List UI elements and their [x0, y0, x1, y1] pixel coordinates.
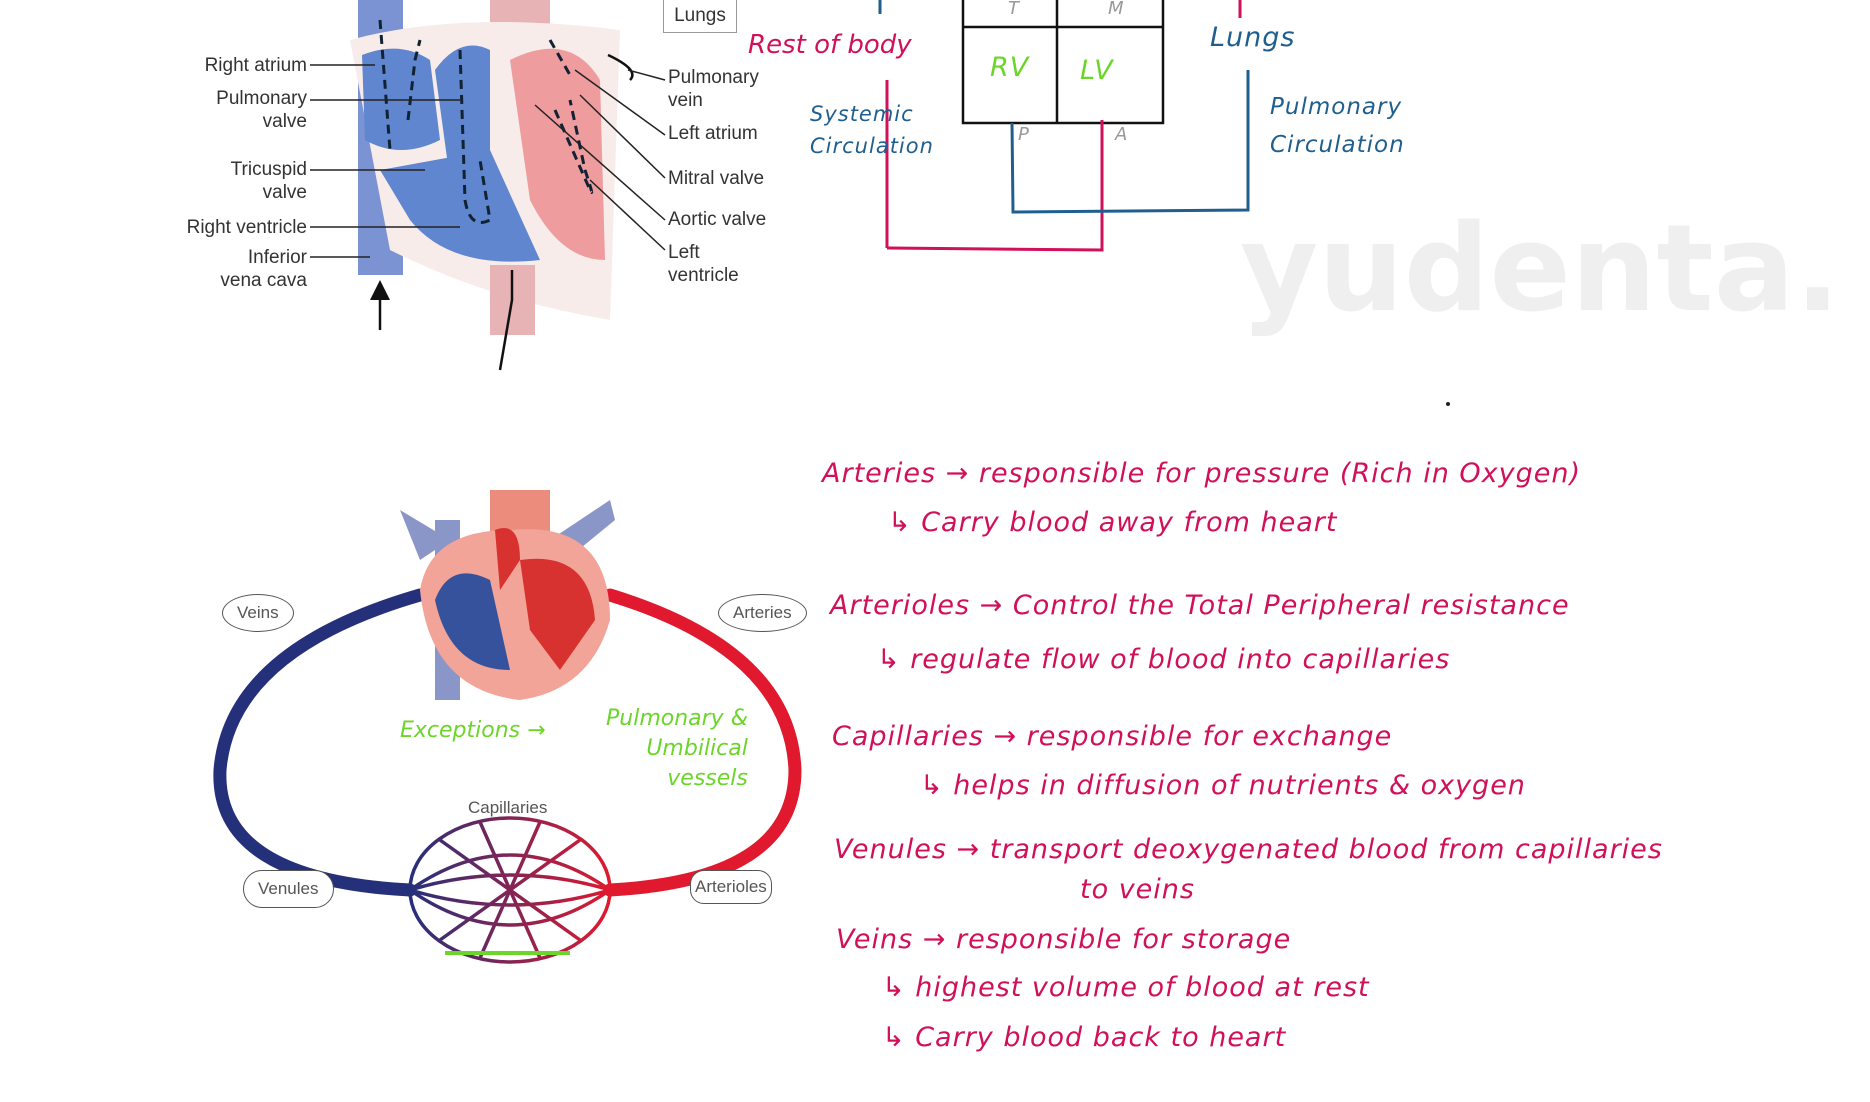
lv-label: LV [1080, 55, 1114, 86]
label-leader-lines [310, 64, 666, 258]
exceptions-detail: Pulmonary & Umbilical vessels [606, 706, 748, 791]
capillary-bed [408, 816, 612, 964]
note-line: ↳ Carry blood back to heart [882, 1022, 1287, 1053]
pulmonary-valve-mark: P [1018, 124, 1030, 145]
tricuspid-valve-mark: T [1008, 0, 1020, 19]
note-line: ↳ highest volume of blood at rest [882, 972, 1370, 1003]
label-left-atrium: Left atrium [668, 123, 758, 144]
note-line: Arteries → responsible for pressure (Ric… [822, 458, 1582, 489]
label-mitral-valve: Mitral valve [668, 168, 765, 189]
lungs-label: Lungs [1210, 22, 1296, 53]
watermark: yudenta. [1240, 200, 1841, 339]
note-line: to veins [1080, 874, 1195, 905]
arterioles-label: Arterioles [690, 870, 772, 904]
note-line: ↳ Carry blood away from heart [888, 507, 1338, 538]
note-line: Arterioles → Control the Total Periphera… [830, 590, 1570, 621]
aortic-valve-mark: A [1115, 124, 1129, 145]
arteries-label: Arteries [718, 594, 807, 632]
heart-illustration [350, 0, 634, 371]
label-pulmonary-valve: Pulmonary valve [216, 88, 307, 132]
note-line: Capillaries → responsible for exchange [832, 721, 1393, 752]
note-line: ↳ helps in diffusion of nutrients & oxyg… [920, 770, 1526, 801]
label-inferior-vena-cava: Inferior vena cava [220, 247, 307, 291]
label-right-atrium: Right atrium [204, 55, 307, 76]
circulation-lines [878, 0, 1250, 252]
rest-of-body-label: Rest of body [748, 30, 912, 60]
pulmonary-circulation-label: Pulmonary Circulation [1270, 94, 1405, 158]
exceptions-label: Exceptions → [400, 718, 546, 743]
rv-label: RV [990, 52, 1030, 83]
note-line: Veins → responsible for storage [836, 924, 1292, 955]
systemic-circulation-label: Systemic Circulation [810, 102, 934, 158]
mitral-valve-mark: M [1108, 0, 1125, 19]
stray-dot [1446, 402, 1450, 406]
capillaries-label: Capillaries [468, 798, 548, 817]
label-pulmonary-vein: Pulmonary vein [668, 67, 759, 111]
label-aortic-valve: Aortic valve [668, 209, 767, 230]
lungs-box: Lungs [663, 0, 737, 33]
note-line: Venules → transport deoxygenated blood f… [834, 834, 1663, 865]
heart-illustration [400, 490, 615, 700]
venules-label: Venules [243, 870, 334, 908]
note-line: ↳ regulate flow of blood into capillarie… [877, 644, 1451, 675]
veins-vessel [213, 588, 427, 897]
label-left-ventricle: Left ventricle [668, 242, 739, 286]
veins-label: Veins [222, 594, 294, 632]
label-right-ventricle: Right ventricle [186, 217, 307, 238]
label-tricuspid-valve: Tricuspid valve [230, 159, 307, 203]
